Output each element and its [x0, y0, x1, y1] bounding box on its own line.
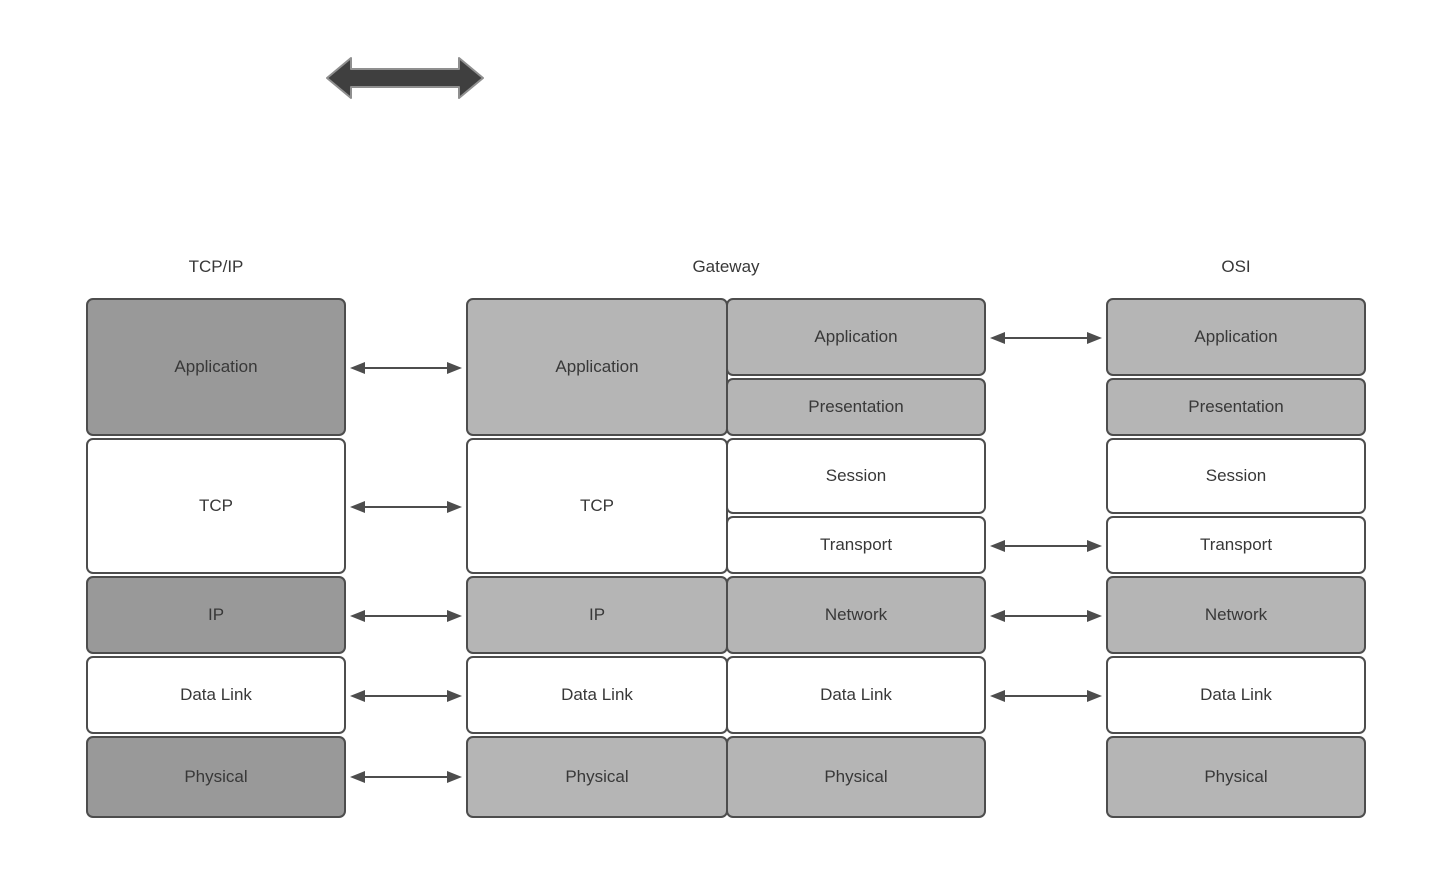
- layer-label: Application: [174, 357, 258, 376]
- gateway-right-layer-application: Application: [726, 298, 986, 376]
- column-title-gateway: Gateway: [692, 257, 760, 276]
- layer-label: Transport: [819, 535, 893, 554]
- layer-label: Data Link: [1200, 685, 1272, 704]
- layer-label: Application: [814, 327, 898, 346]
- layer-label: Session: [1205, 466, 1267, 485]
- layer-label: Network: [1204, 605, 1268, 624]
- column-title-tcpip: TCP/IP: [188, 257, 244, 276]
- gateway-left-layer-physical: Physical: [466, 736, 728, 818]
- layer-label: Application: [1194, 327, 1278, 346]
- tcpip-gateway-arrow-physical: [350, 771, 462, 783]
- layer-label: Presentation: [1188, 397, 1284, 416]
- layer-label: Network: [824, 605, 888, 624]
- osi-layer-physical: Physical: [1106, 736, 1366, 818]
- gateway-right-layer-session: Session: [726, 438, 986, 514]
- tcpip-layer-application: Application: [86, 298, 346, 436]
- double-headed-arrow-icon: [326, 57, 484, 99]
- layer-label: IP: [588, 605, 606, 624]
- gateway-osi-arrow-application: [990, 332, 1102, 344]
- layer-label: IP: [207, 605, 225, 624]
- gateway-left-layer-ip: IP: [466, 576, 728, 654]
- tcpip-gateway-arrow-tcp: [350, 501, 462, 513]
- osi-layer-transport: Transport: [1106, 516, 1366, 574]
- column-title-osi: OSI: [1221, 257, 1251, 276]
- tcpip-gateway-arrow-data-link: [350, 690, 462, 702]
- layer-label: Application: [555, 357, 639, 376]
- tcpip-layer-tcp: TCP: [86, 438, 346, 574]
- layer-label: Transport: [1199, 535, 1273, 554]
- layer-label: Data Link: [180, 685, 252, 704]
- gateway-osi-arrow-data-link: [990, 690, 1102, 702]
- tcpip-gateway-arrow-ip: [350, 610, 462, 622]
- osi-layer-presentation: Presentation: [1106, 378, 1366, 436]
- osi-layer-application: Application: [1106, 298, 1366, 376]
- layer-label: Physical: [824, 767, 888, 786]
- tcpip-layer-physical: Physical: [86, 736, 346, 818]
- gateway-left-layer-data-link: Data Link: [466, 656, 728, 734]
- layer-label: TCP: [580, 496, 614, 515]
- tcpip-layer-data-link: Data Link: [86, 656, 346, 734]
- gateway-left-layer-application: Application: [466, 298, 728, 436]
- osi-layer-session: Session: [1106, 438, 1366, 514]
- layer-label: Physical: [565, 767, 629, 786]
- osi-layer-data-link: Data Link: [1106, 656, 1366, 734]
- gateway-osi-arrow-network: [990, 610, 1102, 622]
- layer-label: Data Link: [820, 685, 892, 704]
- gateway-right-layer-transport: Transport: [726, 516, 986, 574]
- tcpip-gateway-arrow-application: [350, 362, 462, 374]
- layer-label: Session: [825, 466, 887, 485]
- tcpip-layer-ip: IP: [86, 576, 346, 654]
- layer-label: Data Link: [561, 685, 633, 704]
- gateway-right-layer-presentation: Presentation: [726, 378, 986, 436]
- gateway-right-layer-physical: Physical: [726, 736, 986, 818]
- layer-label: Presentation: [808, 397, 904, 416]
- gateway-right-layer-data-link: Data Link: [726, 656, 986, 734]
- layer-label: Physical: [184, 767, 248, 786]
- gateway-osi-arrow-transport: [990, 540, 1102, 552]
- osi-layer-network: Network: [1106, 576, 1366, 654]
- gateway-right-layer-network: Network: [726, 576, 986, 654]
- layer-label: TCP: [199, 496, 233, 515]
- gateway-left-layer-tcp: TCP: [466, 438, 728, 574]
- layer-label: Physical: [1204, 767, 1268, 786]
